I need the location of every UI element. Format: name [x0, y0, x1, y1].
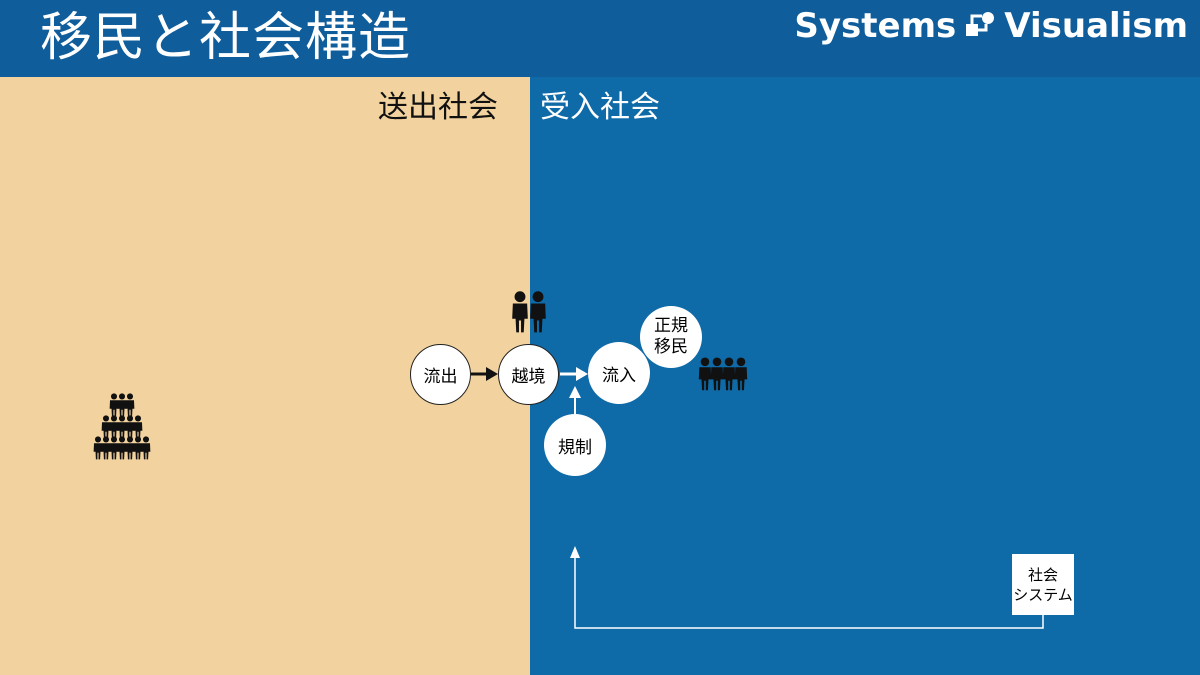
node-outflow-label: 流出	[423, 367, 458, 387]
node-border-crossing: 越境	[498, 344, 559, 405]
brand-text-right: Visualism	[1004, 6, 1188, 46]
box-social-system-line1: 社会	[1027, 565, 1058, 584]
node-inflow-label: 流入	[602, 365, 636, 386]
box-social-system-line2: システム	[1013, 585, 1073, 604]
regular-migrants-group-icon	[698, 357, 748, 391]
arrowhead-regulation	[569, 386, 581, 398]
flow-diagram-icon	[964, 10, 996, 42]
brand-logo: Systems Visualism	[794, 6, 1188, 46]
arrowhead-feedback	[570, 546, 580, 558]
sending-population-pyramid-icon	[93, 393, 151, 460]
node-inflow: 流入	[588, 342, 650, 404]
header-bar: 移民と社会構造 Systems Visualism	[0, 0, 1200, 77]
node-regulation: 規制	[544, 414, 606, 476]
receiving-society-label: 受入社会	[540, 90, 660, 125]
brand-text-left: Systems	[794, 6, 957, 46]
node-regular-migrant-line2: 移民	[654, 337, 688, 357]
sending-society-label: 送出社会	[378, 90, 498, 125]
node-regulation-label: 規制	[558, 437, 592, 458]
node-regular-migrant-line1: 正規	[654, 316, 688, 336]
migrants-crossing-pair-icon	[512, 291, 546, 333]
node-outflow: 流出	[410, 344, 471, 405]
box-social-system: 社会 システム	[1012, 554, 1074, 615]
node-regular-migrant: 正規 移民	[640, 306, 702, 368]
node-border-crossing-label: 越境	[511, 367, 546, 387]
arrowhead-border-to-inflow	[576, 367, 588, 381]
feedback-path-social-system	[574, 556, 1044, 629]
page-title: 移民と社会構造	[40, 8, 412, 68]
arrowhead-outflow-to-border	[486, 367, 498, 381]
